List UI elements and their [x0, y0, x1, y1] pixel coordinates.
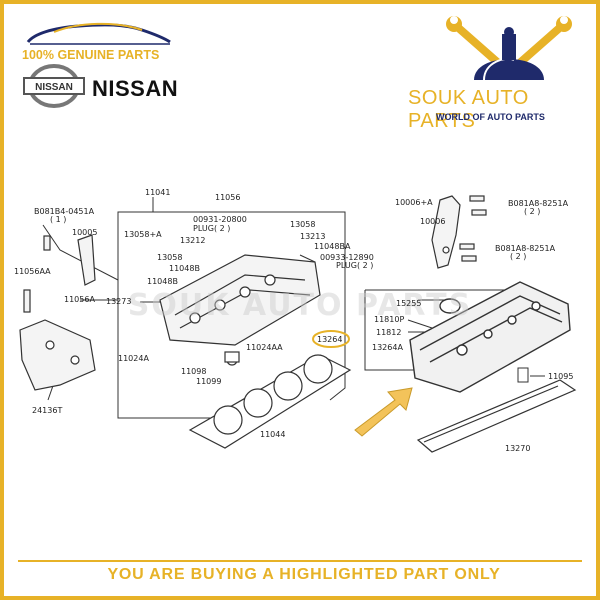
nissan-badge-text: NISSAN: [35, 82, 73, 93]
valve-cover-gasket-drawing: [416, 379, 577, 453]
head-gasket-drawing: [188, 354, 352, 449]
label-13058-right: 13058: [290, 220, 315, 229]
label-11044: 11044: [260, 430, 285, 439]
engine-bracket-drawing: [431, 195, 487, 269]
label-13264a: 13264A: [372, 343, 403, 352]
label-10006: 10006: [420, 217, 445, 226]
label-11048b-lower: 11048B: [147, 277, 178, 286]
label-11810p: 11810P: [374, 315, 404, 324]
bracket-drawing: [19, 234, 96, 391]
label-13264: 13264: [317, 335, 342, 344]
label-11048b-upper: 11048B: [169, 264, 200, 273]
watermark-text: SOUK AUTO PARTS: [128, 288, 473, 323]
highlighted-part-notice: YOU ARE BUYING A HIGHLIGHTED PART ONLY: [107, 566, 501, 583]
label-081a8-lower-qty: ( 2 ): [510, 252, 526, 261]
label-11024aa: 11024AA: [246, 343, 283, 352]
label-11812: 11812: [376, 328, 401, 337]
label-081b4: B081B4-0451A: [34, 207, 95, 216]
label-00933-plug: PLUG( 2 ): [336, 261, 373, 270]
label-00933: 00933-12890: [320, 253, 374, 262]
label-081a8-upper: B081A8-8251A: [508, 199, 569, 208]
label-15255: 15255: [396, 299, 421, 308]
label-11024a: 11024A: [118, 354, 149, 363]
nissan-logo-icon: NISSAN: [23, 64, 85, 108]
footer-divider: [18, 560, 582, 562]
brand-name: NISSAN: [92, 76, 179, 101]
label-00931: 00931-20800: [193, 215, 247, 224]
valve-cover-drawing: [409, 281, 571, 393]
genuine-parts-text: 100% GENUINE PARTS: [22, 48, 160, 62]
label-10006a: 10006+A: [395, 198, 433, 207]
store-tagline: WORLD OF AUTO PARTS: [436, 112, 545, 122]
label-11056: 11056: [215, 193, 240, 202]
label-11095: 11095: [548, 372, 573, 381]
label-13273: 13273: [106, 297, 131, 306]
label-11056aa: 11056AA: [14, 267, 51, 276]
label-11056a: 11056A: [64, 295, 95, 304]
label-11099: 11099: [196, 377, 221, 386]
seal-drawing: [517, 367, 529, 383]
label-11098: 11098: [181, 367, 206, 376]
label-13213: 13213: [300, 232, 325, 241]
label-10005: 10005: [72, 228, 97, 237]
car-logo-icon: [26, 22, 171, 45]
label-13212: 13212: [180, 236, 205, 245]
label-11048ba: 11048BA: [314, 242, 351, 251]
parts-diagram: SOUK AUTO PARTS 11041 11056 10006+A B081…: [14, 188, 577, 453]
souk-logo-icon: [446, 16, 572, 81]
label-24136t: 24136T: [32, 406, 62, 415]
label-11041: 11041: [145, 188, 170, 197]
store-name: SOUK AUTO PARTS: [408, 87, 529, 132]
label-081b4-qty: ( 1 ): [50, 215, 66, 224]
label-13058-left: 13058: [157, 253, 182, 262]
highlight-arrow-icon: [354, 387, 413, 437]
label-13058a: 13058+A: [124, 230, 162, 239]
cylinder-head-drawing: [159, 254, 321, 366]
label-00931-plug: PLUG( 2 ): [193, 224, 230, 233]
highlight-ring: [312, 330, 350, 348]
label-13270: 13270: [505, 444, 530, 453]
label-081a8-lower: B081A8-8251A: [495, 244, 556, 253]
label-081a8-upper-qty: ( 2 ): [524, 207, 540, 216]
